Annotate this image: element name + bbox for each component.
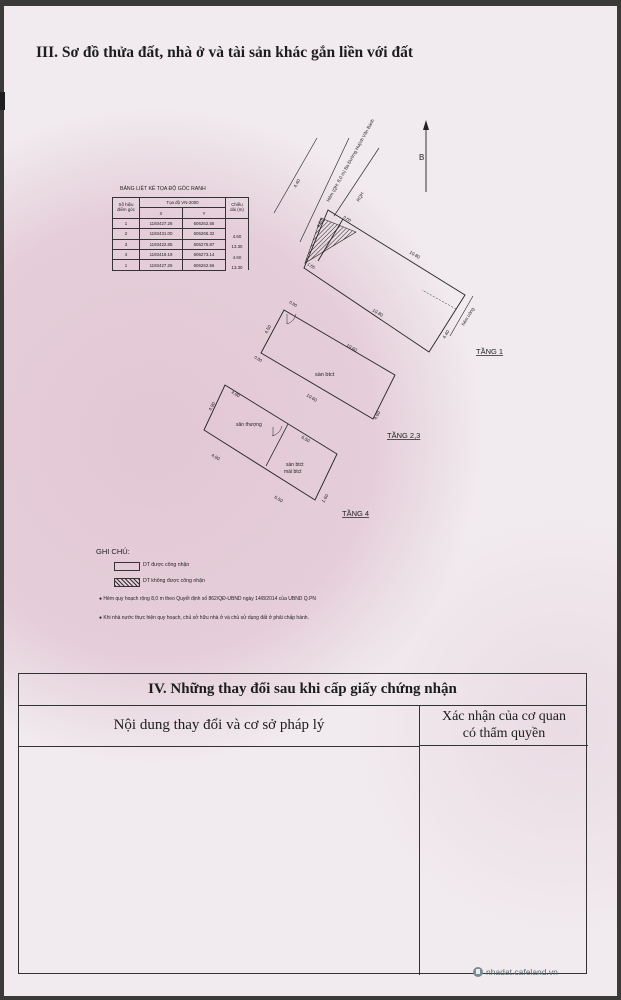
rooftop-label: sân thượng [236,422,262,428]
note-text: Khi nhà nước thực hiện quy hoạch, chủ sở… [103,615,309,621]
floor23-outline [260,309,396,420]
dim-label: 4.40 [442,329,451,340]
coord-length: 13.30 [225,239,249,250]
certificate-page: III. Sơ đồ thửa đất, nhà ở và tài sản kh… [4,6,617,996]
scan-edge-mark [0,92,5,110]
legend-swatch-hatched [114,578,140,587]
section3-title: III. Sơ đồ thửa đất, nhà ở và tài sản kh… [36,44,414,61]
dim-label: 10.60 [305,393,318,403]
dim-label: 0.80 [253,355,263,364]
slab-label: sàn btct [286,462,304,468]
legend-swatch-empty [114,562,140,571]
dim-label: 4.90 [230,390,241,399]
legend-not-recognized-label: DT không được công nhận [143,578,205,584]
hem-cong-label: hẻm công [461,306,476,326]
land-plot-diagram: B Hẻm (QH: 8,0 m) Ba Đường Huỳnh Văn Bán… [203,118,503,518]
dim-label: 4.90 [210,453,221,462]
dim-label: 4.50 [264,324,273,335]
changes-column-header: Nội dung thay đổi và cơ sở pháp lý [19,705,419,747]
coord-header-length: Chiều dài (m) [225,197,249,219]
roof-slab-label: mái btct [284,469,302,475]
dim-label: 1.60 [321,493,330,504]
dim-label: 4.90 [208,401,217,412]
north-label: B [419,153,424,162]
notes-heading: GHI CHÚ: [96,547,130,556]
north-arrow: B [419,120,429,192]
coord-length: 4.60 [225,228,249,240]
coord-length: 4.60 [225,249,249,260]
dim-label: 4.60 [316,218,325,229]
confirmation-header-line2: có thẩm quyền [462,726,546,741]
ranh-label: RQH [356,191,365,202]
note-line: ● Hẻm quy hoạch rộng 8,0 m theo Quyết đị… [99,596,316,602]
floor4-label: TẦNG 4 [342,508,369,518]
column-divider [419,746,420,975]
dim-label: 1.65 [307,262,317,271]
dim-label: 10.80 [408,250,421,260]
house-icon [473,967,483,977]
note-text: Hẻm quy hoạch rộng 8,0 m theo Quyết định… [103,596,317,602]
section4-title: IV. Những thay đổi sau khi cấp giấy chứn… [19,674,586,706]
slab-label: sàn btct [315,372,335,378]
dim-label: 10.60 [345,343,358,353]
bullet-icon: ● [99,615,104,621]
dim-label: 6.50 [300,435,311,444]
floor23-label: TẦNG 2,3 [387,430,420,440]
watermark-text: nhadat.cafeland.vn [486,967,558,977]
coord-length: 13.30 [225,259,249,271]
dim-label: 10.80 [371,308,384,318]
section4-changes-table: IV. Những thay đổi sau khi cấp giấy chứn… [18,673,588,975]
dim-label: 4.40 [293,178,302,189]
dim-label: 6.50 [273,495,284,504]
table-row: 2 1193431.00 606265.32 4.60 [112,228,249,240]
confirmation-column-header: Xác nhận của cơ quan có thẩm quyền [419,705,588,746]
table-row: 1 1193427.26 606262.56 13.30 [112,259,249,271]
confirmation-header-line1: Xác nhận của cơ quan [441,709,566,724]
street-label: Hẻm (QH: 8,0 m) Ba Đường Huỳnh Văn Bánh [326,118,376,203]
legend-recognized-label: DT được công nhận [143,562,190,568]
dim-label: 4.60 [373,410,382,421]
coord-length-spacer [225,218,249,229]
coord-header-point: Số hiệu điểm góc [112,197,140,219]
coord-table: Số hiệu điểm góc Tọa độ VN-2000 Chiều dà… [112,196,249,271]
bullet-icon: ● [99,596,104,602]
site-watermark: nhadat.cafeland.vn [473,967,558,977]
street-lines [273,137,380,243]
coord-table-caption: BẢNG LIỆT KÊ TỌA ĐỘ GÓC RANH [120,186,206,192]
floor4-outline [203,384,338,501]
dim-label: 0.80 [288,300,298,309]
dim-label: 0.60 [343,215,353,224]
note-line: ● Khi nhà nước thực hiện quy hoạch, chủ … [99,615,309,621]
floor1-parcel [303,209,474,353]
notes-block: GHI CHÚ: DT được công nhận DT không được… [96,547,316,621]
floor1-label: TẦNG 1 [476,346,503,356]
